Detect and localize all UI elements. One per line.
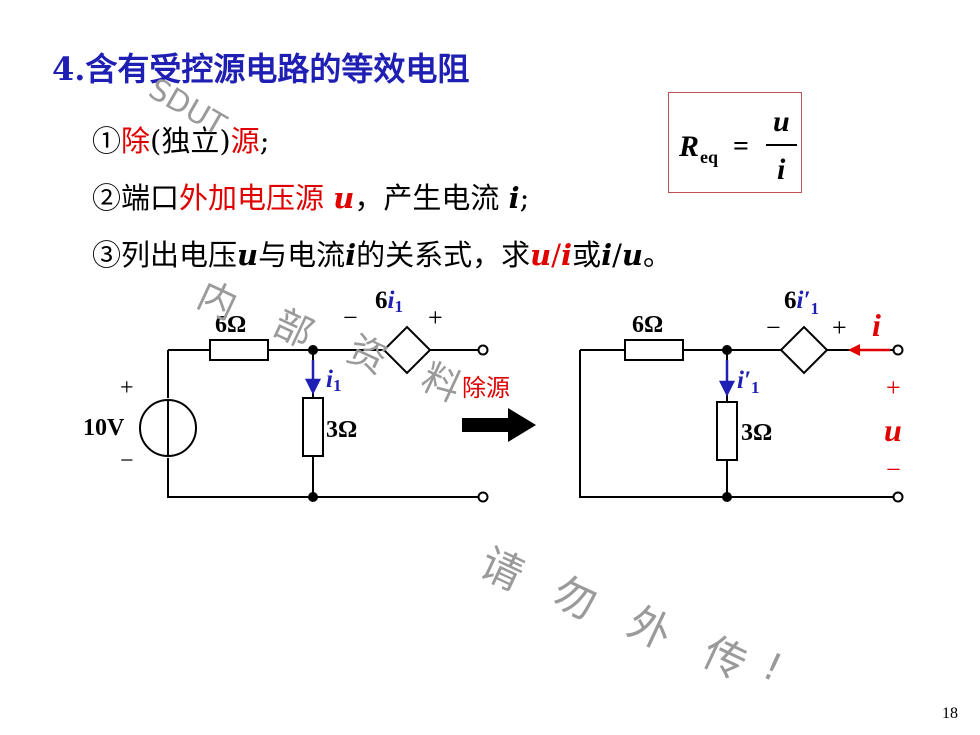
formula-denominator: i — [777, 153, 786, 186]
step-1: ①除(独立)源; — [92, 124, 270, 158]
left-source-value: 10V — [83, 415, 125, 441]
left-dep-minus: − — [343, 303, 358, 332]
left-current-arrowhead — [304, 378, 322, 395]
right-terminal-top — [892, 344, 904, 356]
left-side-wires — [167, 350, 478, 498]
page-number: 18 — [942, 705, 958, 722]
formula-box: R eq = u i — [668, 92, 802, 193]
formula-sub: eq — [700, 147, 718, 167]
remove-source-label: 除源 — [462, 375, 510, 402]
formula-numerator: u — [773, 105, 790, 138]
page-title: 4.含有受控源电路的等效电阻 — [52, 50, 470, 88]
step1-independent: (独立) — [150, 124, 231, 158]
right-dep-minus: − — [766, 313, 781, 342]
right-dependent-source — [779, 325, 829, 375]
left-dep-plus: + — [428, 303, 443, 332]
port-plus: + — [886, 373, 901, 402]
right-dep-label: 6i′1 — [784, 287, 819, 318]
right-node-top — [722, 345, 732, 355]
right-current-label: i′1 — [737, 367, 759, 397]
formula-equals: = — [733, 131, 749, 162]
right-r2-label: 3Ω — [741, 420, 772, 446]
right-current-arrowhead — [718, 380, 736, 397]
port-current-arrowhead — [848, 344, 860, 356]
left-r1-label: 6Ω — [215, 312, 246, 338]
formula-R: R — [678, 130, 699, 163]
step1-num: ① — [92, 124, 122, 158]
left-terminal-top — [477, 344, 489, 356]
left-node-top — [308, 345, 318, 355]
step1-source: 源 — [230, 124, 260, 158]
left-terminal-bottom — [477, 491, 489, 503]
transform-arrow-icon — [462, 408, 536, 442]
right-dep-plus: + — [832, 313, 847, 342]
left-resistor-3 — [302, 397, 324, 457]
left-r2-label: 3Ω — [326, 417, 357, 443]
step1-remove: 除 — [121, 124, 151, 158]
port-current-label: i — [872, 307, 881, 343]
left-resistor-6 — [209, 339, 269, 361]
step-3: ③列出电压u与电流i的关系式，求u/i或i/u。 — [92, 238, 673, 272]
right-resistor-6 — [624, 339, 684, 361]
left-source-minus: − — [120, 448, 134, 474]
port-minus: − — [886, 455, 901, 484]
step-2: ②端口外加电压源 u，产生电流 i; — [92, 181, 530, 215]
right-r1-label: 6Ω — [632, 312, 663, 338]
left-source-plus: + — [120, 375, 134, 401]
right-resistor-3 — [716, 401, 738, 461]
left-node-bottom — [308, 492, 318, 502]
left-current-label: i1 — [326, 366, 341, 395]
formula-svg: R eq = u i — [678, 105, 797, 186]
right-terminal-bottom — [892, 491, 904, 503]
right-node-bottom — [722, 492, 732, 502]
right-side-wires — [579, 350, 893, 498]
port-voltage-label: u — [884, 412, 902, 448]
left-dependent-source — [382, 325, 432, 375]
left-dep-label: 6i1 — [375, 287, 403, 316]
